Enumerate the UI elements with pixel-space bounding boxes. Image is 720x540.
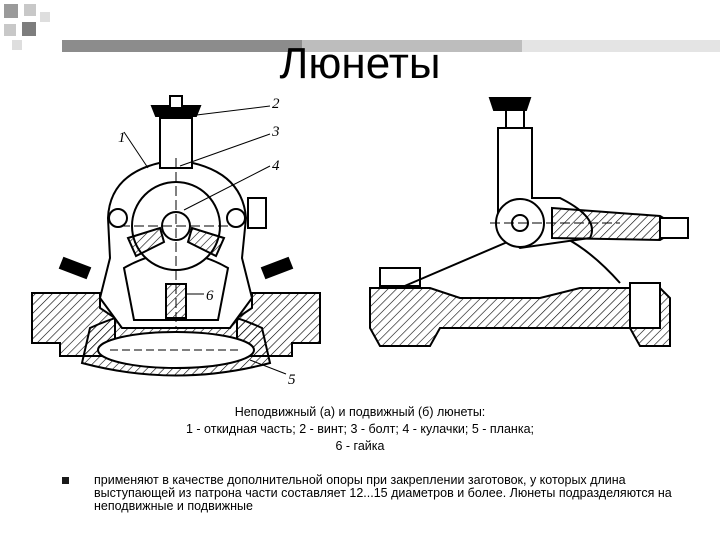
jaw-bottom [165, 283, 187, 319]
callout-label: 3 [271, 124, 280, 140]
header-rule [62, 40, 720, 52]
corner-square [22, 22, 36, 36]
corner-square [24, 4, 36, 16]
figure-caption: Неподвижный (а) и подвижный (б) люнеты: … [140, 404, 580, 455]
corner-square [4, 24, 16, 36]
corner-square [12, 40, 22, 50]
header-rule-segment [302, 40, 522, 52]
bullet-text: применяют в качестве дополнительной опор… [94, 473, 672, 513]
callout-label: 2 [272, 96, 280, 112]
callout-label: 5 [288, 372, 296, 388]
jaw-right [186, 226, 226, 258]
steady-rest-drawing: 1 2 3 4 6 5 [31, 95, 689, 388]
callout-label: 1 [118, 130, 126, 146]
caption-line: 6 - гайка [335, 439, 385, 453]
callout-label: 6 [206, 288, 214, 304]
caption-line: 1 - откидная часть; 2 - винт; 3 - болт; … [186, 422, 534, 436]
corner-decoration [0, 0, 60, 60]
header-rule-segment [522, 40, 720, 52]
header-rule-segment [62, 40, 302, 52]
carriage-base [369, 287, 671, 347]
hinged-cover [159, 117, 193, 169]
callout-leaders [123, 105, 287, 375]
slide-title: Люнеты [279, 39, 441, 88]
corner-square [4, 4, 18, 18]
fixed-steady-rest [31, 95, 321, 377]
callout-label: 4 [272, 158, 280, 174]
jaw-left [126, 226, 166, 258]
callout-labels: 1 2 3 4 6 5 [118, 96, 296, 388]
square-bullet-icon [62, 477, 69, 484]
corner-square [40, 12, 50, 22]
caption-line: Неподвижный (а) и подвижный (б) люнеты: [234, 405, 486, 419]
travelling-steady-rest [369, 97, 689, 347]
